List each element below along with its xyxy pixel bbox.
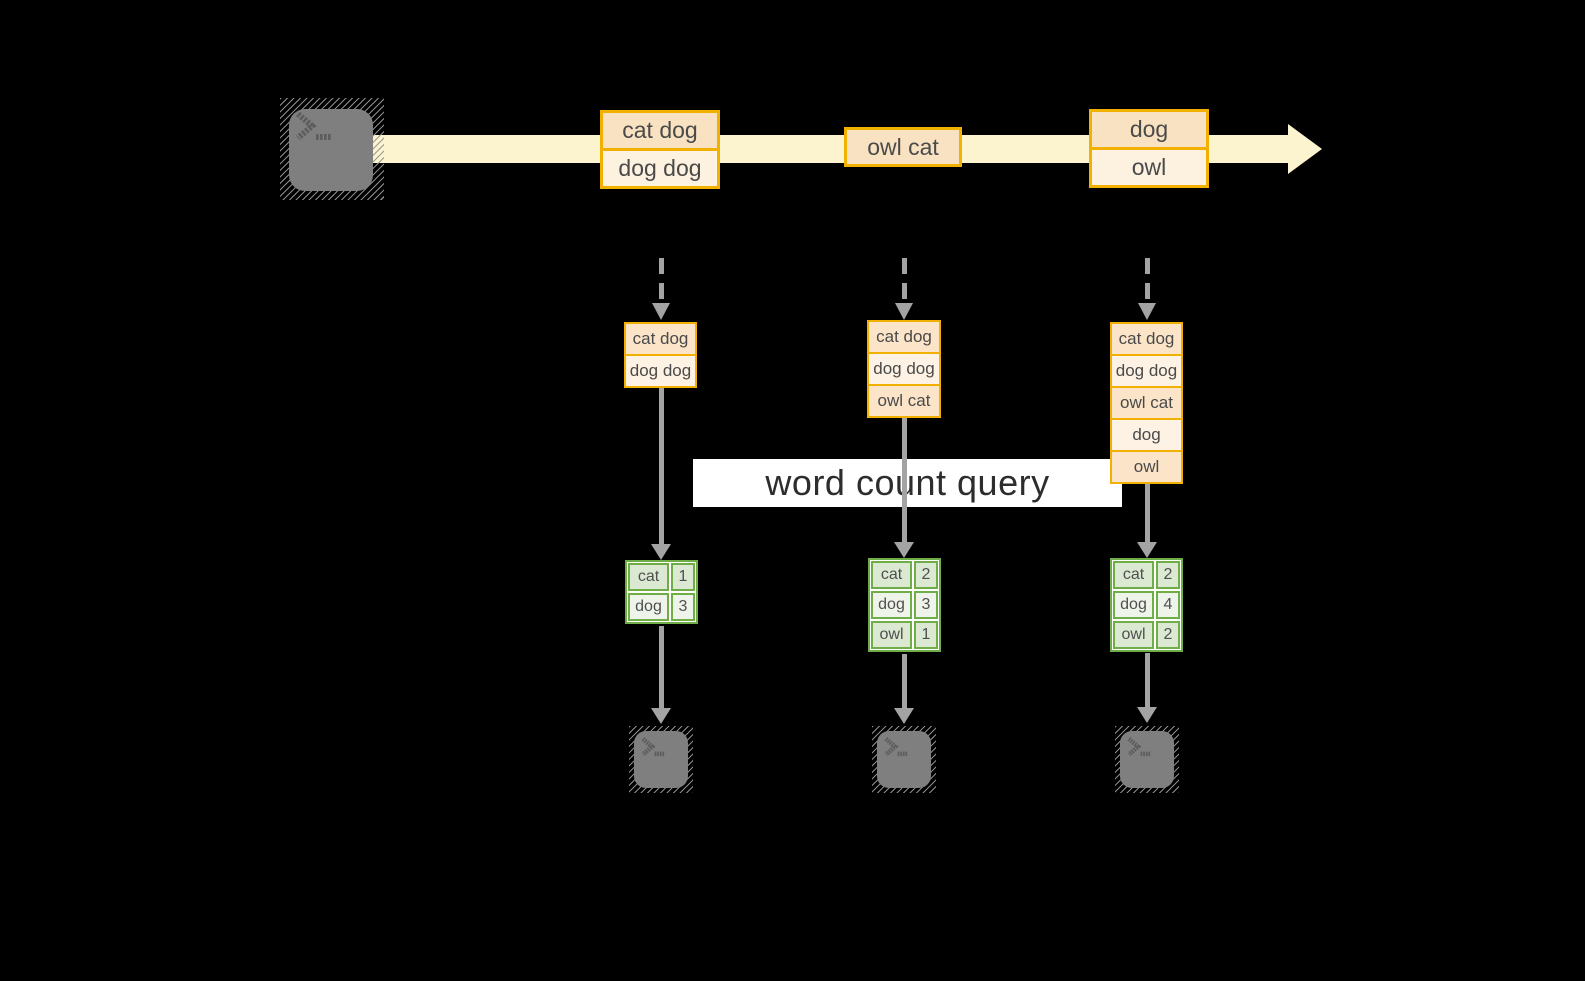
sink-terminal-icon-1 bbox=[629, 726, 693, 793]
batch-row: cat dog bbox=[1112, 324, 1181, 354]
dashed-arrow-2 bbox=[894, 258, 914, 320]
word-cell: cat bbox=[628, 563, 669, 591]
word-cell: dog bbox=[1113, 591, 1154, 619]
batch-row: cat dog bbox=[869, 322, 939, 352]
dashed-arrow-1 bbox=[651, 258, 671, 320]
event-row: cat dog bbox=[603, 113, 717, 148]
count-cell: 2 bbox=[914, 561, 938, 589]
query-arrow-1 bbox=[650, 388, 672, 560]
batch-row: owl cat bbox=[869, 386, 939, 416]
batch-row: dog bbox=[1112, 420, 1181, 450]
terminal-prompt-glyph bbox=[884, 737, 908, 757]
word-cell: owl bbox=[1113, 621, 1154, 649]
batch-row: dog dog bbox=[869, 354, 939, 384]
batch-row: dog dog bbox=[1112, 356, 1181, 386]
stream-event-group-2: owl cat bbox=[844, 127, 962, 167]
dashed-arrow-3 bbox=[1137, 258, 1157, 320]
count-cell: 1 bbox=[914, 621, 938, 649]
batch-row: dog dog bbox=[626, 356, 695, 386]
terminal-prompt-glyph bbox=[296, 111, 331, 141]
batch-row: cat dog bbox=[626, 324, 695, 354]
event-row: dog bbox=[1092, 112, 1206, 147]
sink-arrow-3 bbox=[1136, 653, 1158, 723]
terminal-body bbox=[289, 109, 373, 191]
word-cell: cat bbox=[871, 561, 912, 589]
source-terminal-icon bbox=[280, 98, 384, 200]
event-row: owl cat bbox=[847, 130, 959, 164]
count-cell: 2 bbox=[1156, 561, 1180, 589]
terminal-prompt-glyph bbox=[641, 737, 665, 757]
event-row: dog dog bbox=[603, 151, 717, 186]
event-row: owl bbox=[1092, 150, 1206, 185]
query-arrow-3 bbox=[1136, 484, 1158, 558]
batch-row: owl bbox=[1112, 452, 1181, 482]
terminal-prompt-glyph bbox=[1127, 737, 1151, 757]
word-cell: dog bbox=[628, 593, 669, 621]
count-cell: 4 bbox=[1156, 591, 1180, 619]
word-cell: dog bbox=[871, 591, 912, 619]
word-cell: owl bbox=[871, 621, 912, 649]
stream-arrowhead bbox=[1288, 124, 1322, 174]
count-cell: 3 bbox=[671, 593, 695, 621]
sink-terminal-icon-2 bbox=[872, 726, 936, 793]
count-cell: 2 bbox=[1156, 621, 1180, 649]
query-arrow-2 bbox=[893, 418, 915, 558]
count-cell: 1 bbox=[671, 563, 695, 591]
word-cell: cat bbox=[1113, 561, 1154, 589]
batch-row: owl cat bbox=[1112, 388, 1181, 418]
sink-terminal-icon-3 bbox=[1115, 726, 1179, 793]
query-banner-label: word count query bbox=[765, 462, 1050, 503]
sink-arrow-2 bbox=[893, 654, 915, 724]
query-banner: word count query bbox=[693, 459, 1122, 507]
sink-arrow-1 bbox=[650, 626, 672, 724]
count-cell: 3 bbox=[914, 591, 938, 619]
